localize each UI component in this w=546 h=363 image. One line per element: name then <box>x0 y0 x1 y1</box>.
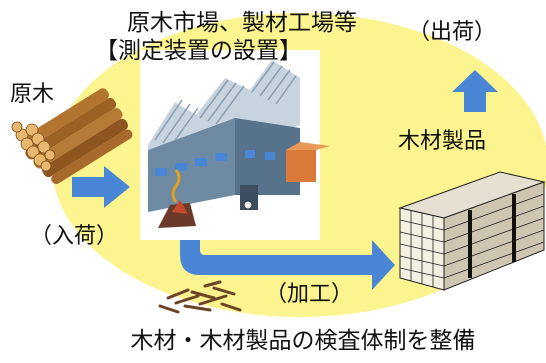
processing-label: （加工） <box>265 282 354 307</box>
processing-arrow <box>180 238 395 290</box>
title-line-1: 原木市場、製材工場等 <box>127 10 357 36</box>
factory-building-icon <box>140 50 330 240</box>
log-pile-icon <box>11 88 133 184</box>
shipping-arrow <box>452 70 498 112</box>
bottom-caption: 木材・木材製品の検査体制を整備 <box>130 328 476 354</box>
title-line-2: 【測定装置の設置】 <box>95 38 302 64</box>
shipping-label: （出荷） <box>408 20 497 45</box>
lumber-stack-icon <box>398 171 546 291</box>
arrival-label: （入荷） <box>30 224 119 249</box>
products-label: 木材製品 <box>398 129 487 154</box>
wood-chips-icon <box>158 280 242 314</box>
logs-label: 原木 <box>10 82 55 107</box>
arrival-arrow <box>72 166 130 208</box>
